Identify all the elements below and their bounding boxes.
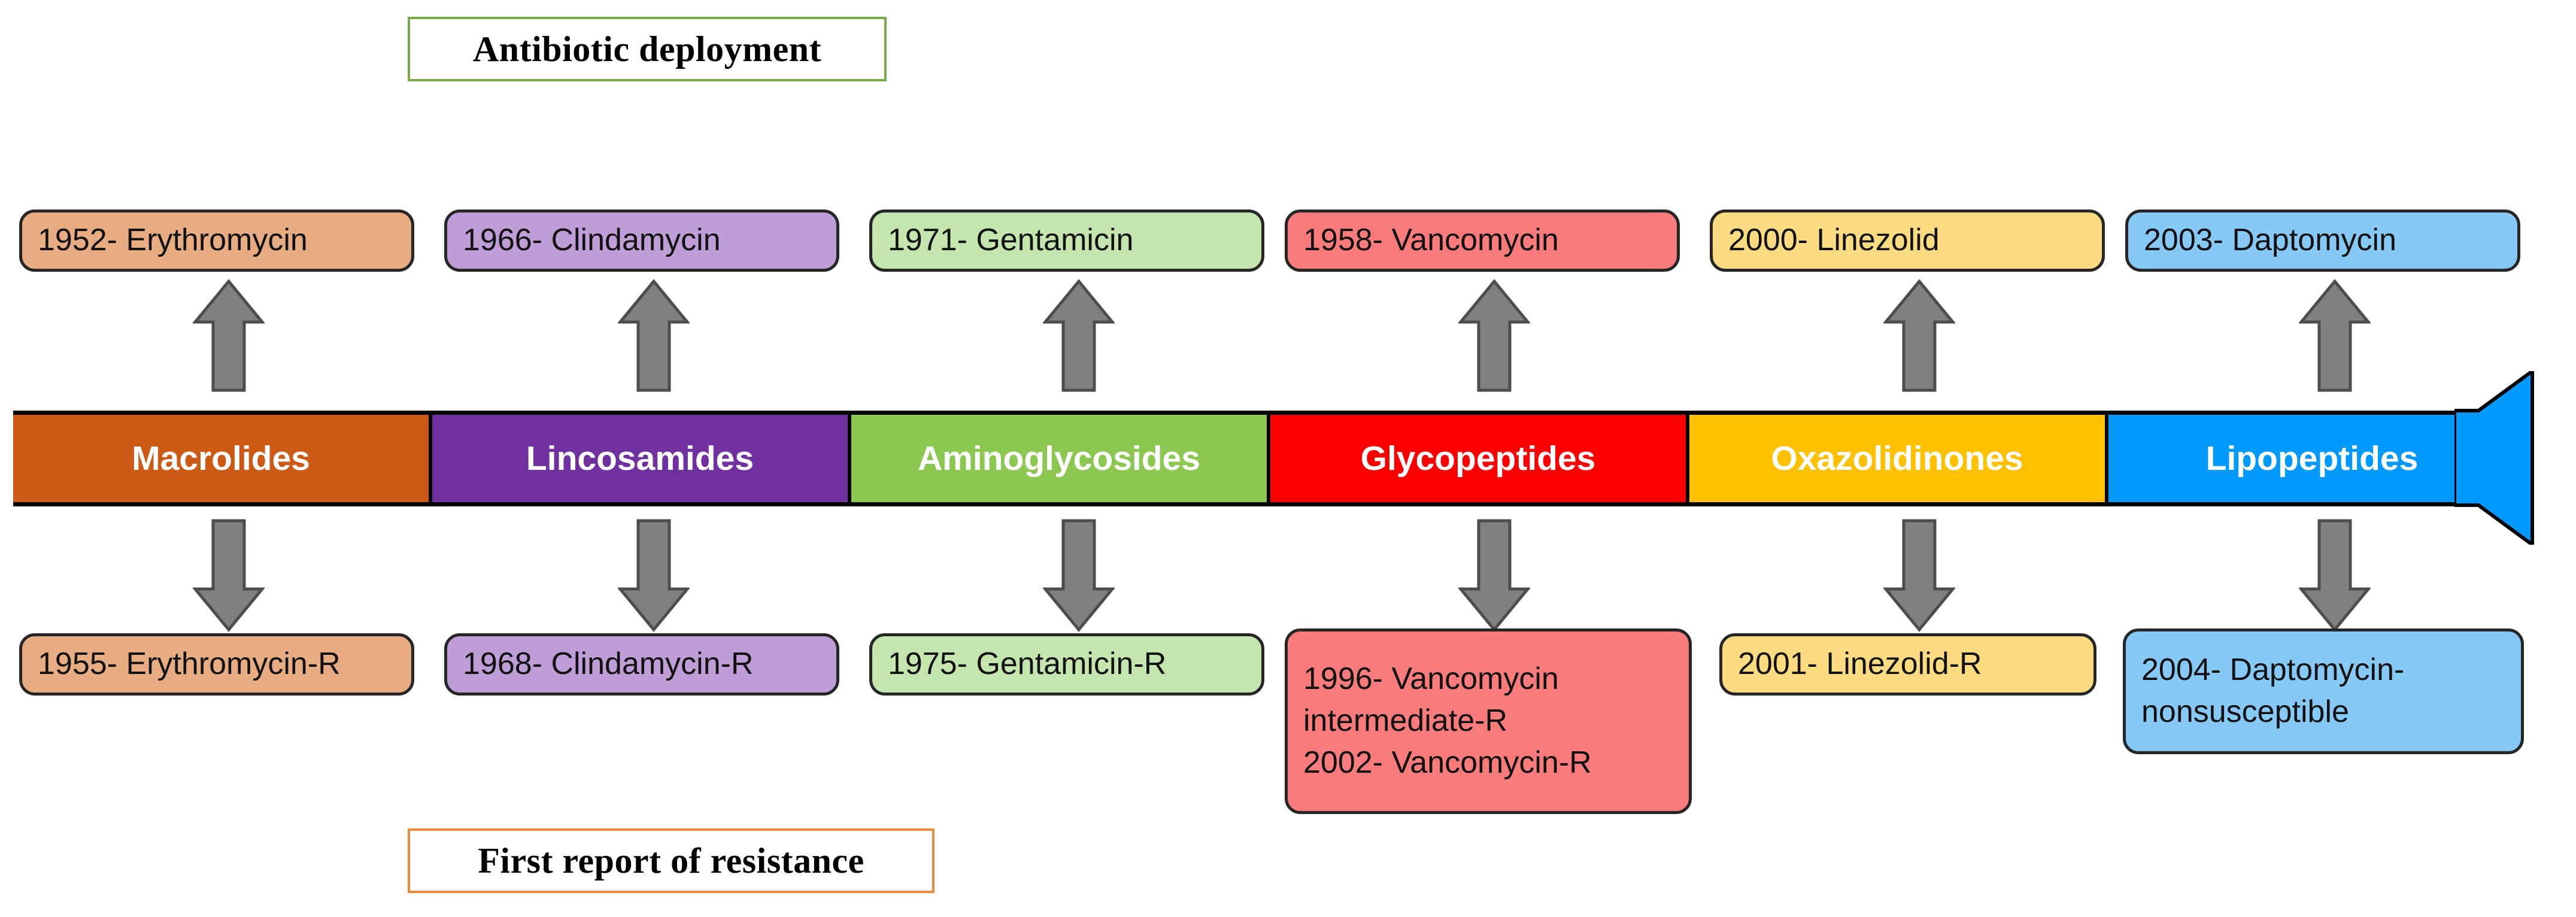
antibiotic-deployment-caption: Antibiotic deployment	[408, 17, 887, 81]
deployment-box-line: 1952- Erythromycin	[38, 223, 308, 258]
resistance-box-line: nonsusceptible	[2141, 694, 2349, 729]
down-arrow-5	[1883, 519, 1955, 632]
resistance-box-4: 1996- Vancomycin intermediate-R 2002- Vanc…	[1285, 628, 1692, 814]
resistance-box-3: 1975- Gentamicin-R	[869, 633, 1264, 696]
class-segment-label: Oxazolidinones	[1771, 439, 2023, 478]
deployment-box-line: 2000- Linezolid	[1728, 223, 1940, 258]
resistance-box-line: 1996- Vancomycin	[1303, 661, 1559, 697]
up-arrow-5	[1883, 279, 1955, 392]
down-arrow-2	[618, 519, 690, 632]
resistance-box-line: 1975- Gentamicin-R	[888, 646, 1167, 682]
timeline-arrowhead-icon	[2454, 371, 2534, 545]
resistance-box-line: 1955- Erythromycin-R	[38, 646, 341, 682]
down-arrow-1	[193, 519, 265, 632]
up-arrow-4	[1458, 279, 1530, 392]
resistance-box-6: 2004- Daptomycin-nonsusceptible	[2123, 628, 2524, 754]
antibiotic-class-bar: Macrolides Lincosamides Aminoglycosides Gly…	[13, 411, 2516, 506]
deployment-box-line: 1958- Vancomycin	[1303, 223, 1559, 258]
class-segment-label: Macrolides	[132, 439, 310, 478]
down-arrow-3	[1043, 519, 1115, 632]
deployment-box-4: 1958- Vancomycin	[1285, 209, 1680, 272]
class-segment-label: Lipopeptides	[2205, 439, 2419, 478]
resistance-box-line: intermediate-R	[1303, 703, 1508, 739]
resistance-box-2: 1968- Clindamycin-R	[444, 633, 839, 696]
class-segment-label: Glycopeptides	[1360, 439, 1596, 478]
resistance-box-line: 2002- Vancomycin-R	[1303, 745, 1592, 780]
deployment-box-line: 2003- Daptomycin	[2144, 223, 2396, 258]
first-report-of-resistance-caption-label: First report of resistance	[478, 840, 864, 880]
class-segment-lincosamides: Lincosamides	[432, 415, 851, 502]
deployment-box-1: 1952- Erythromycin	[19, 209, 414, 272]
resistance-box-line: 2004- Daptomycin-	[2141, 652, 2405, 688]
up-arrow-2	[618, 279, 690, 392]
up-arrow-1	[193, 279, 265, 392]
class-segment-glycopeptides: Glycopeptides	[1270, 415, 1689, 502]
deployment-box-3: 1971- Gentamicin	[869, 209, 1264, 272]
class-segment-macrolides: Macrolides	[13, 415, 432, 502]
up-arrow-3	[1043, 279, 1115, 392]
resistance-box-1: 1955- Erythromycin-R	[19, 633, 414, 696]
up-arrow-6	[2299, 279, 2371, 392]
down-arrow-4	[1458, 519, 1530, 632]
class-segment-lipopeptides: Lipopeptides	[2108, 415, 2516, 502]
class-segment-aminoglycosides: Aminoglycosides	[851, 415, 1270, 502]
deployment-box-5: 2000- Linezolid	[1710, 209, 2105, 272]
class-segment-label: Lincosamides	[526, 439, 754, 478]
first-report-of-resistance-caption: First report of resistance	[408, 828, 934, 893]
deployment-box-6: 2003- Daptomycin	[2125, 209, 2520, 272]
resistance-box-5: 2001- Linezolid-R	[1719, 633, 2096, 696]
deployment-box-line: 1971- Gentamicin	[888, 223, 1134, 258]
deployment-box-line: 1966- Clindamycin	[463, 223, 721, 258]
deployment-box-2: 1966- Clindamycin	[444, 209, 839, 272]
antibiotic-deployment-caption-label: Antibiotic deployment	[472, 29, 822, 69]
class-segment-label: Aminoglycosides	[918, 439, 1200, 478]
resistance-box-line: 1968- Clindamycin-R	[463, 646, 754, 682]
resistance-box-line: 2001- Linezolid-R	[1738, 646, 1982, 682]
class-segment-oxazolidinones: Oxazolidinones	[1689, 415, 2108, 502]
down-arrow-6	[2299, 519, 2371, 632]
